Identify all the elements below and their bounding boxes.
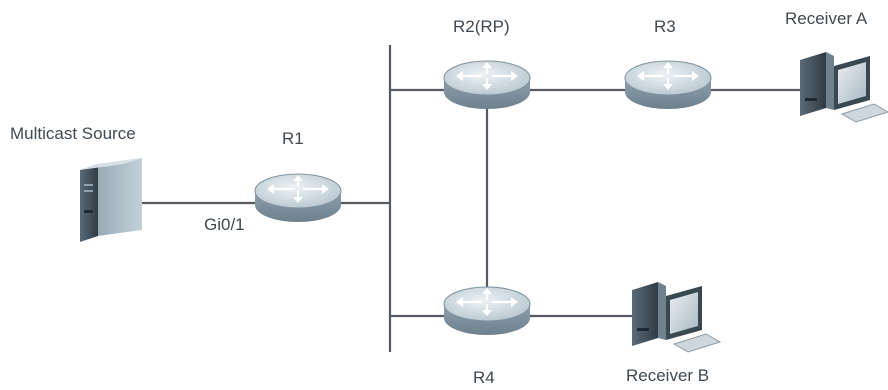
router-r1-icon xyxy=(253,172,343,224)
links xyxy=(140,45,808,352)
label-multicast-source: Multicast Source xyxy=(10,124,136,143)
server-icon xyxy=(80,158,142,242)
receiver-a-pc-icon xyxy=(800,52,888,123)
label-r3: R3 xyxy=(654,17,676,36)
label-receiver-b: Receiver B xyxy=(626,366,709,385)
label-r4: R4 xyxy=(473,368,495,387)
router-r4-icon xyxy=(442,285,532,337)
label-receiver-a: Receiver A xyxy=(785,9,868,28)
label-r2-rp: R2(RP) xyxy=(453,17,510,36)
router-r3-icon xyxy=(623,59,713,111)
label-gi0-1: Gi0/1 xyxy=(204,215,245,234)
label-r1: R1 xyxy=(282,129,304,148)
router-r2-icon xyxy=(442,59,532,111)
receiver-b-pc-icon xyxy=(632,282,722,353)
